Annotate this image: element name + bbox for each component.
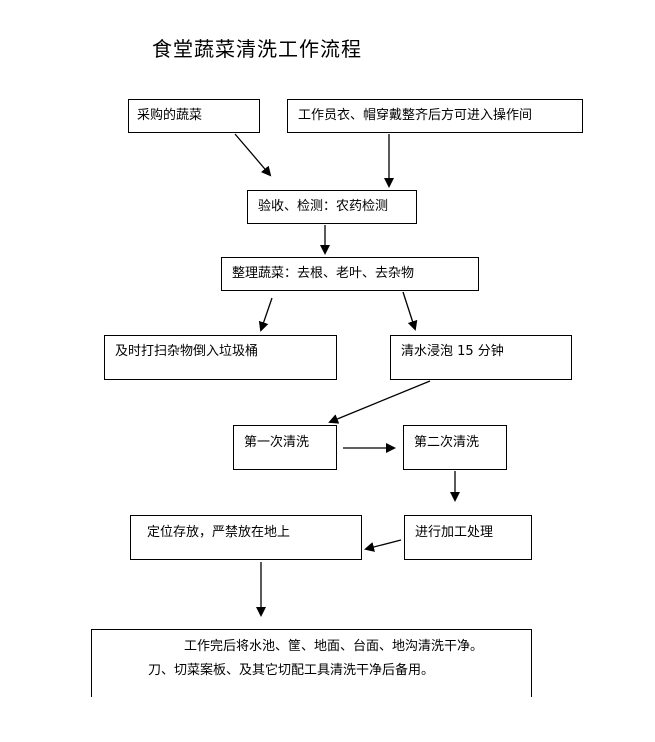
- node-process-label: 进行加工处理: [415, 525, 494, 540]
- node-purchase: 采购的蔬菜: [128, 99, 260, 133]
- node-soak: 清水浸泡 15 分钟: [390, 335, 572, 380]
- node-wash2-label: 第二次清洗: [414, 435, 480, 450]
- node-staff-dress-label: 工作员衣、帽穿戴整齐后方可进入操作间: [298, 108, 533, 123]
- node-final-line1: 工作完后将水池、筐、地面、台面、地沟清洗干净。: [184, 639, 484, 654]
- node-wash1-label: 第一次清洗: [244, 435, 310, 450]
- node-sort: 整理蔬菜：去根、老叶、去杂物: [221, 257, 479, 291]
- node-store: 定位存放，严禁放在地上: [130, 515, 362, 560]
- arrow-sort-to-trash: [258, 297, 273, 332]
- arrow-sort-to-soak: [402, 291, 418, 331]
- node-final-cleanup: 工作完后将水池、筐、地面、台面、地沟清洗干净。 刀、切菜案板、及其它切配工具清洗…: [91, 629, 532, 697]
- arrow-process-to-store: [364, 539, 402, 552]
- node-final-line2: 刀、切菜案板、及其它切配工具清洗干净后备用。: [148, 663, 435, 678]
- node-purchase-label: 采购的蔬菜: [137, 108, 203, 123]
- page-title: 食堂蔬菜清洗工作流程: [152, 37, 362, 61]
- arrow-soak-to-wash1: [328, 380, 431, 424]
- node-wash1: 第一次清洗: [233, 425, 337, 470]
- node-wash2: 第二次清洗: [403, 425, 507, 470]
- node-process: 进行加工处理: [404, 515, 532, 560]
- node-clean-trash: 及时打扫杂物倒入垃圾桶: [104, 335, 337, 380]
- node-staff-dress: 工作员衣、帽穿戴整齐后方可进入操作间: [287, 99, 583, 133]
- arrow-purchase-to-inspect: [234, 133, 272, 177]
- node-inspect: 验收、检测：农药检测: [247, 190, 417, 224]
- node-clean-trash-label: 及时打扫杂物倒入垃圾桶: [115, 344, 259, 359]
- node-soak-label: 清水浸泡 15 分钟: [401, 344, 504, 359]
- node-inspect-label: 验收、检测：农药检测: [258, 199, 389, 214]
- node-sort-label: 整理蔬菜：去根、老叶、去杂物: [232, 266, 415, 281]
- node-store-label: 定位存放，严禁放在地上: [147, 525, 291, 540]
